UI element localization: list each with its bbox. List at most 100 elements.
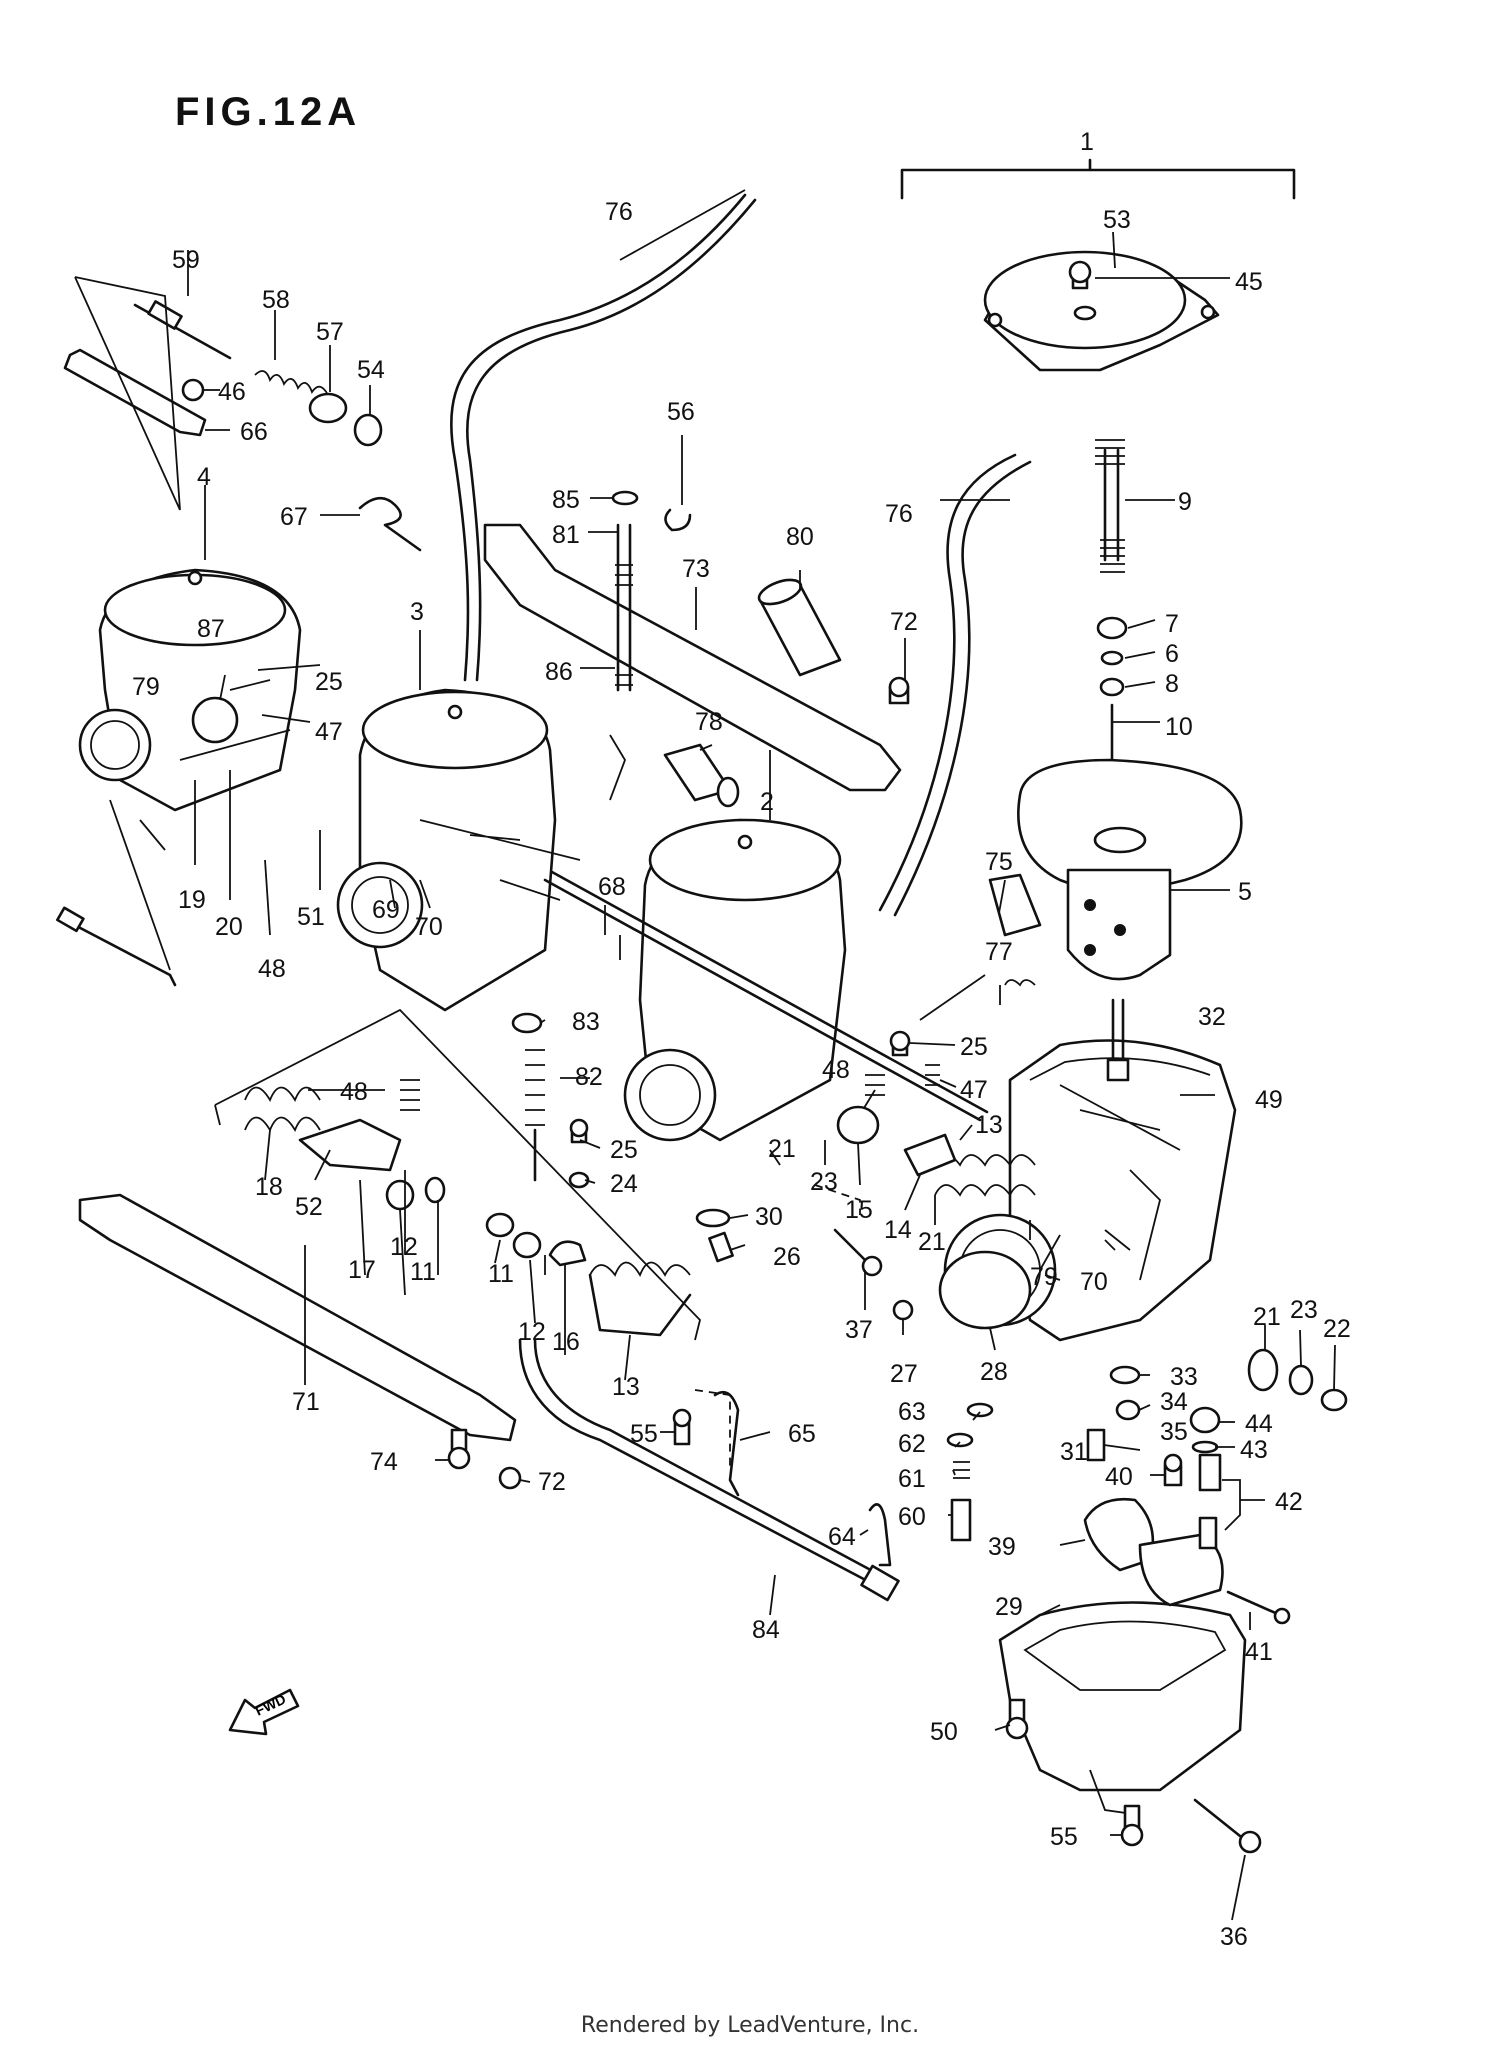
assembly-bracket (900, 158, 1296, 200)
callout-13-left: 13 (612, 1373, 640, 1401)
callout-86: 86 (545, 658, 573, 686)
screw-60 (950, 1498, 972, 1542)
screw-74 (447, 1428, 471, 1470)
carburetor-2 (623, 818, 847, 1142)
callout-13-right: 13 (975, 1111, 1003, 1139)
callout-35: 35 (1160, 1418, 1188, 1446)
callout-20: 20 (215, 913, 243, 941)
callout-12-right: 12 (518, 1318, 546, 1346)
callout-23-a: 23 (810, 1168, 838, 1196)
screw-45 (1068, 260, 1092, 290)
clip-64 (868, 1503, 892, 1567)
spring-13-left (588, 1261, 692, 1337)
callout-21-b: 21 (918, 1228, 946, 1256)
cover-28 (938, 1250, 1032, 1330)
hose-75 (988, 873, 1042, 937)
callout-72-low: 72 (538, 1468, 566, 1496)
collar-11-left (424, 1176, 446, 1204)
callout-21-c: 21 (1253, 1303, 1281, 1331)
callout-79-left: 79 (132, 673, 160, 701)
callout-55-b: 55 (1050, 1823, 1078, 1851)
callout-10: 10 (1165, 713, 1193, 741)
float-bowl-29 (998, 1601, 1247, 1816)
cable-end-84 (860, 1564, 900, 1602)
spring-77 (1004, 979, 1036, 987)
leader-lines (187, 189, 1336, 1921)
bracket-66 (63, 348, 207, 437)
construction-lines (74, 276, 986, 1470)
callout-34: 34 (1160, 1388, 1188, 1416)
callout-18: 18 (255, 1173, 283, 1201)
pilot-screw-86 (56, 906, 177, 987)
callout-19: 19 (178, 886, 206, 914)
callout-1: 1 (1080, 128, 1094, 156)
callout-66: 66 (240, 418, 268, 446)
nut-57 (308, 392, 348, 424)
washer-33 (1109, 1365, 1141, 1385)
callout-60: 60 (898, 1503, 926, 1531)
pin-41 (1226, 1590, 1291, 1625)
spring-58 (254, 370, 329, 396)
callout-21-a: 21 (768, 1135, 796, 1163)
callout-8: 8 (1165, 670, 1179, 698)
washer-62 (946, 1432, 974, 1448)
callout-50: 50 (930, 1718, 958, 1746)
vent-hose-76-upper (450, 193, 747, 682)
seat-7 (1096, 616, 1128, 640)
callout-3: 3 (410, 598, 424, 626)
callout-22: 22 (1323, 1315, 1351, 1343)
washer-12-left (385, 1179, 415, 1211)
callout-49: 49 (1255, 1086, 1283, 1114)
callout-46: 46 (218, 378, 246, 406)
callout-44: 44 (1245, 1410, 1273, 1438)
callout-47-b: 47 (960, 1076, 988, 1104)
screw-59 (133, 300, 232, 360)
callout-59: 59 (172, 246, 200, 274)
callout-48-b: 48 (340, 1078, 368, 1106)
callout-39: 39 (988, 1533, 1016, 1561)
callout-63: 63 (898, 1398, 926, 1426)
clip-6 (1100, 650, 1124, 666)
vent-hose-76-right (878, 453, 1017, 912)
callout-17: 17 (348, 1256, 376, 1284)
spring-48-left (400, 1079, 420, 1111)
callout-23-b: 23 (1290, 1296, 1318, 1324)
screw-50 (1005, 1698, 1029, 1740)
screw-40 (1163, 1453, 1183, 1487)
callout-4: 4 (197, 463, 211, 491)
callout-69: 69 (372, 896, 400, 924)
callout-24: 24 (610, 1170, 638, 1198)
callout-25-a: 25 (315, 668, 343, 696)
screw-72-top (888, 676, 910, 705)
callout-25-b: 25 (610, 1136, 638, 1164)
fwd-arrow-icon: FWD (228, 1688, 300, 1736)
carb-top-cap-53 (983, 250, 1220, 372)
callout-48-a: 48 (258, 955, 286, 983)
callout-83: 83 (572, 1008, 600, 1036)
callout-40: 40 (1105, 1463, 1133, 1491)
figure-title: FIG.12A (175, 90, 362, 134)
callout-36: 36 (1220, 1923, 1248, 1951)
callout-12-left: 12 (390, 1233, 418, 1261)
callout-11-right: 11 (488, 1260, 514, 1288)
callout-28: 28 (980, 1358, 1008, 1386)
callout-45: 45 (1235, 268, 1263, 296)
piston-diaphragm-5 (1017, 758, 1243, 981)
callout-76-right: 76 (885, 500, 913, 528)
spring-61 (953, 1461, 970, 1479)
ring-21-right (1247, 1348, 1279, 1392)
callout-33: 33 (1170, 1363, 1198, 1391)
callout-26: 26 (773, 1243, 801, 1271)
callout-71: 71 (292, 1388, 320, 1416)
callout-75: 75 (985, 848, 1013, 876)
clip-22 (1320, 1388, 1348, 1412)
callout-47-a: 47 (315, 718, 343, 746)
rod-81 (615, 523, 633, 692)
callouts: 1 2 3 4 5 6 7 8 9 10 11 11 12 12 13 13 1… (132, 128, 1351, 1951)
throttle-shaft-68 (543, 870, 989, 1122)
callout-7: 7 (1165, 610, 1179, 638)
callout-70-left: 70 (415, 913, 443, 941)
washer-12-right (512, 1231, 542, 1259)
callout-6: 6 (1165, 640, 1179, 668)
